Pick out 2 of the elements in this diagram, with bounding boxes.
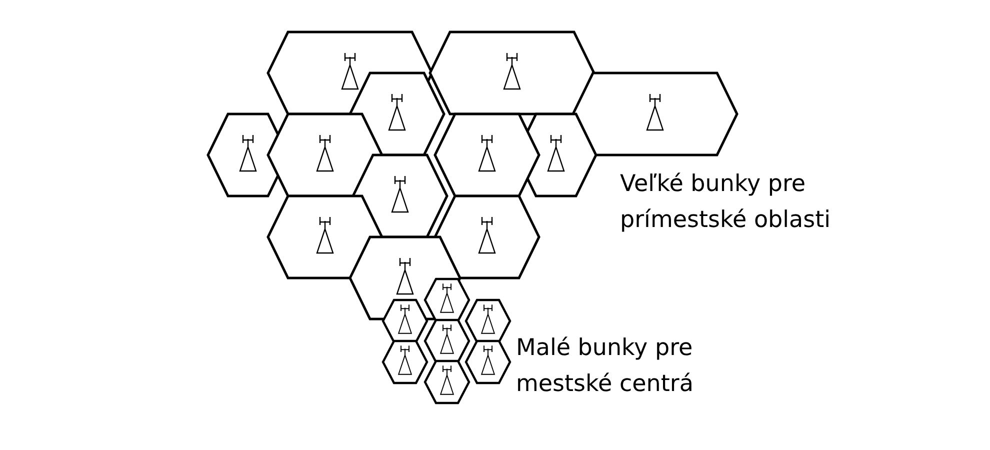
caption-text: Veľké bunky pre prímestské oblasti: [620, 170, 832, 235]
caption-text: Malé bunky pre mestské centrá: [516, 334, 694, 399]
